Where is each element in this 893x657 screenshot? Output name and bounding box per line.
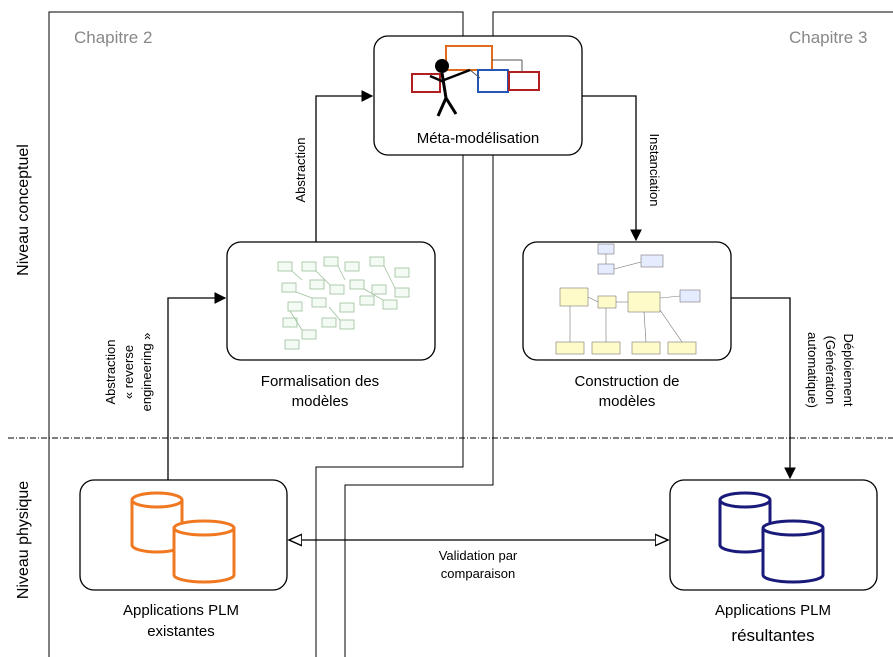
node-resulting-plm: Applications PLM résultantes	[669, 479, 878, 645]
node-meta-label: Méta-modélisation	[417, 130, 540, 147]
node-formalisation: Formalisation des modèles	[226, 241, 436, 410]
node-resulting-label-2: résultantes	[731, 626, 814, 645]
edge-abstraction-left-label-2: « reverse	[121, 345, 136, 399]
level-physical-label: Niveau physique	[15, 481, 32, 599]
node-construction-label-2: modèles	[599, 393, 656, 410]
chapter-2-label: Chapitre 2	[74, 28, 152, 47]
edge-deploiement-label-2: (Génération	[823, 336, 838, 405]
node-formalisation-label-2: modèles	[292, 393, 349, 410]
meta-modeler-illustration	[411, 45, 540, 117]
formal-model-thumbnail	[277, 256, 410, 350]
level-conceptual-label: Niveau conceptuel	[15, 144, 32, 276]
arrow-abstraction-reverse	[167, 292, 227, 480]
node-formalisation-label-1: Formalisation des	[261, 373, 379, 390]
database-icon-resulting	[718, 491, 825, 584]
arrow-deploiement	[731, 297, 796, 480]
chapter-2-frame	[48, 11, 464, 657]
arrow-abstraction-top	[315, 90, 374, 242]
arrow-instanciation	[582, 95, 642, 242]
node-meta-modelisation: Méta-modélisation	[373, 35, 583, 156]
edge-deploiement-label-3: automatique)	[805, 332, 820, 408]
edge-abstraction-top-label: Abstraction	[293, 137, 308, 202]
node-existing-plm: Applications PLM existantes	[79, 479, 288, 640]
node-resulting-label-1: Applications PLM	[715, 602, 831, 619]
edge-validation-label-2: comparaison	[441, 566, 515, 581]
node-construction-label-1: Construction de	[574, 373, 679, 390]
database-icon-existing	[130, 491, 236, 584]
edge-validation-label-1: Validation par	[439, 548, 518, 563]
chapter-3-label: Chapitre 3	[789, 28, 867, 47]
node-construction: Construction de modèles	[522, 241, 732, 410]
construction-model-thumbnail	[555, 243, 701, 355]
edge-abstraction-left-label-1: Abstraction	[103, 339, 118, 404]
edge-instanciation-label: Instanciation	[647, 134, 662, 207]
node-existing-label-1: Applications PLM	[123, 602, 239, 619]
node-existing-label-2: existantes	[147, 623, 215, 640]
edge-deploiement-label-1: Déploiement	[841, 334, 856, 407]
edge-abstraction-left-label-3: engineering »	[139, 333, 154, 412]
